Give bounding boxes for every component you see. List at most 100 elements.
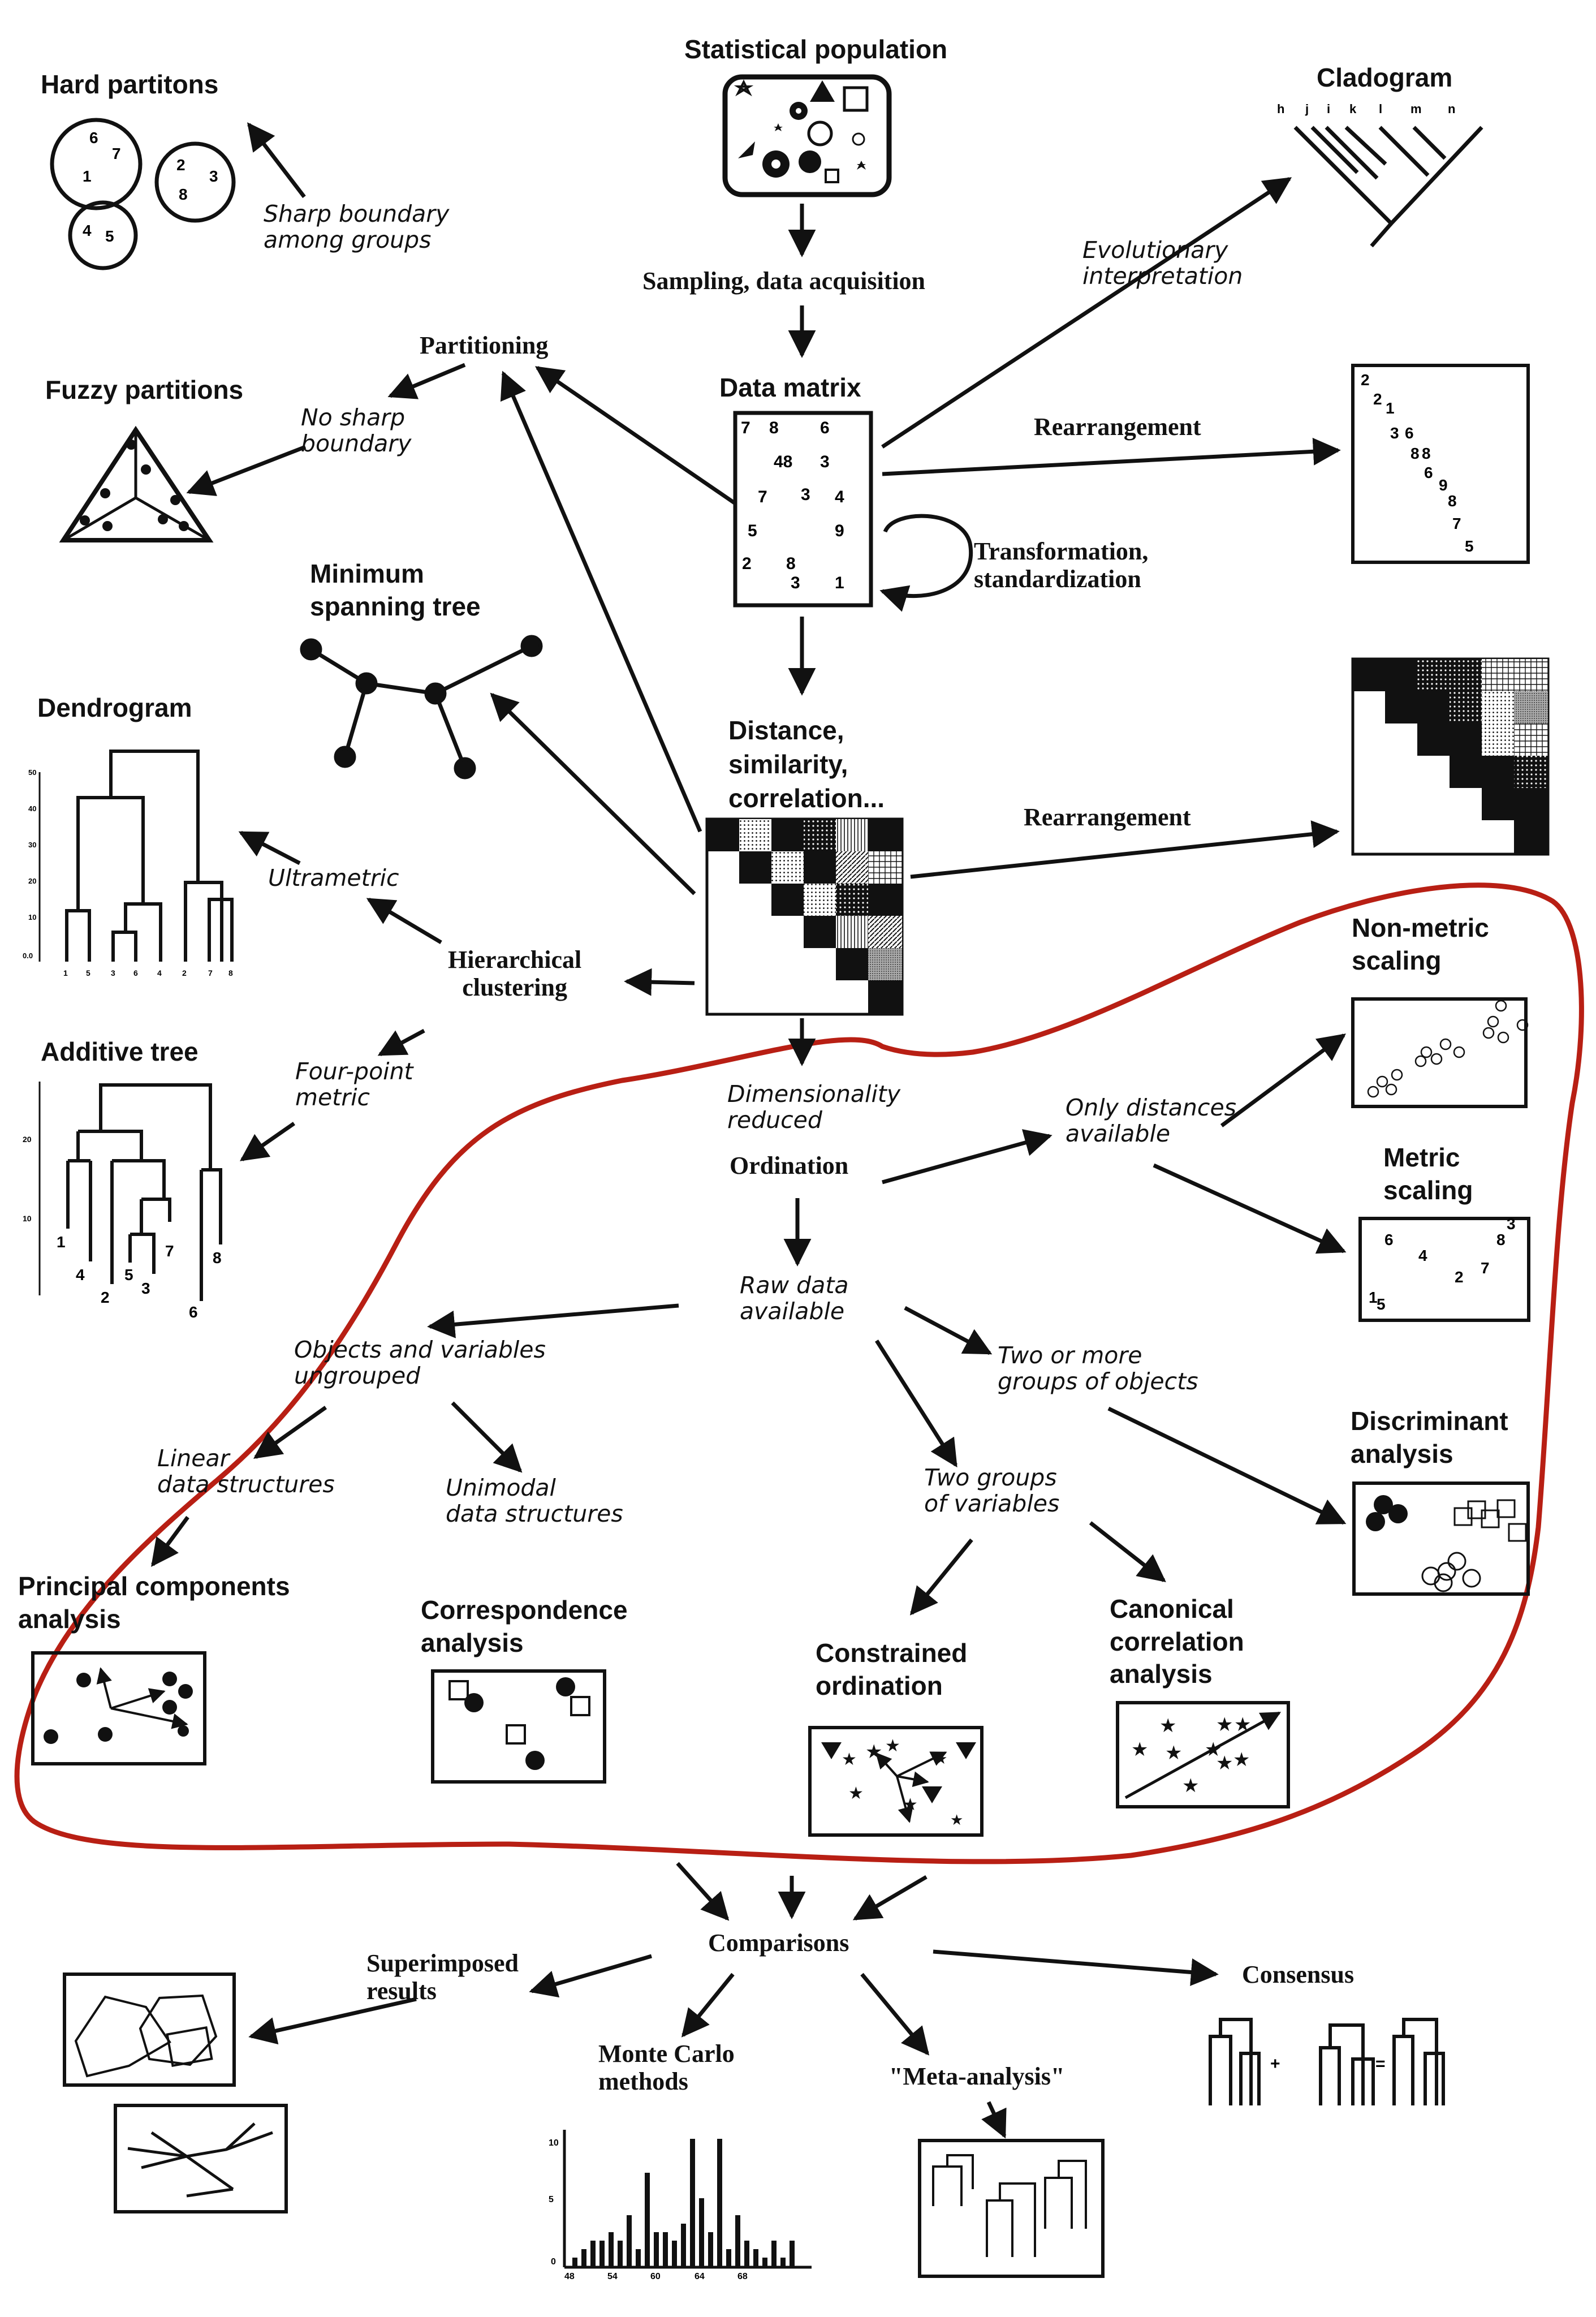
svg-text:★: ★	[1131, 1738, 1148, 1761]
svg-text:★: ★	[865, 1741, 882, 1763]
rearranged-value: 5	[1465, 537, 1474, 555]
dendrogram-leaf: 1	[63, 968, 68, 977]
sharp-boundary-label: Sharp boundary among groups	[264, 200, 450, 253]
monte-carlo-bar	[572, 2258, 577, 2266]
dendrogram-y-tick: 0.0	[23, 951, 33, 960]
svg-text:★: ★	[1233, 1748, 1250, 1771]
data-matrix-value: 1	[835, 574, 844, 592]
monte-carlo-bar	[735, 2215, 740, 2266]
monte-carlo-bar	[790, 2241, 795, 2266]
evolutionary-label: Evolutionary interpretation	[1082, 236, 1243, 290]
pca-label: Principal components analysis	[18, 1571, 290, 1634]
additive-tree-leaf: 4	[76, 1266, 85, 1284]
dimensionality-reduced-label: Dimensionality reduced	[727, 1080, 901, 1134]
monte-carlo-bar	[681, 2224, 686, 2266]
partition-member: 6	[89, 129, 98, 147]
data-matrix-value: 8	[786, 554, 796, 573]
additive-tree-leaf: 7	[165, 1242, 174, 1260]
cladogram-tip: i	[1327, 102, 1331, 116]
dendrogram-label: Dendrogram	[37, 693, 192, 722]
data-matrix-value: 6	[820, 419, 830, 437]
partition-member: 7	[112, 145, 121, 162]
monte-carlo-bar	[699, 2198, 704, 2266]
rearranged-data-matrix-box	[1351, 364, 1530, 564]
minimum-spanning-tree	[300, 635, 543, 779]
monte-carlo-bar	[581, 2249, 586, 2266]
data-matrix-value: 9	[835, 522, 844, 540]
metric-point: 1	[1369, 1289, 1378, 1306]
additive-tree-chart	[38, 1082, 222, 1301]
superimposed-box-1	[63, 1973, 236, 2087]
metric-scaling-label: Metric scaling	[1383, 1143, 1473, 1205]
cladogram-tip: j	[1305, 102, 1309, 116]
cladogram-tip: l	[1379, 102, 1383, 116]
svg-text:★: ★	[950, 1812, 963, 1829]
monte-carlo-y-tick: 0	[551, 2257, 556, 2267]
metric-point: 2	[1455, 1268, 1464, 1286]
rearranged-value: 6	[1405, 424, 1414, 442]
monte-carlo-bar	[609, 2232, 614, 2266]
monte-carlo-bar	[645, 2173, 650, 2266]
partitioning-label: Partitioning	[420, 331, 549, 359]
additive-tree-leaf: 8	[213, 1249, 222, 1267]
dendrogram-leaf: 2	[182, 968, 187, 977]
canonical-symbols: ★ ★ ★ ★ ★ ★ ★ ★ ★	[1124, 1711, 1282, 1799]
monte-carlo-x-tick: 60	[650, 2272, 661, 2281]
raw-data-label: Raw data available	[740, 1272, 849, 1325]
monte-carlo-bar	[618, 2241, 623, 2266]
data-matrix-value: 2	[742, 554, 752, 573]
cladogram-tip: n	[1448, 102, 1456, 116]
dendrogram-leaf: 6	[133, 968, 138, 977]
four-point-metric-label: Four-point metric	[295, 1058, 413, 1111]
svg-text:★: ★	[885, 1736, 900, 1756]
constrained-ordination-label: Constrained ordination	[816, 1638, 968, 1700]
data-matrix-value: 48	[774, 453, 793, 471]
additive-tree-leaf: 1	[57, 1233, 66, 1251]
rearranged-distance-matrix	[1351, 657, 1550, 856]
two-or-more-groups-label: Two or more groups of objects	[998, 1342, 1198, 1395]
additive-tree-leaf: 5	[124, 1266, 133, 1284]
svg-text:★: ★	[1234, 1713, 1251, 1736]
monte-carlo-x-tick: 68	[737, 2272, 748, 2281]
superimposed-box-2	[114, 2104, 288, 2213]
monte-carlo-bar	[717, 2139, 722, 2266]
ca-points	[448, 1677, 590, 1770]
pca-box	[31, 1651, 206, 1765]
only-distances-label: Only distances available	[1066, 1094, 1237, 1147]
additive-tree-leaf: 3	[141, 1280, 150, 1297]
cladogram-tip: k	[1349, 102, 1357, 116]
monte-carlo-y-tick: 5	[549, 2195, 554, 2204]
metric-point: 8	[1496, 1231, 1506, 1248]
svg-text:★: ★	[848, 1784, 864, 1803]
dendrogram-leaf: 4	[157, 968, 162, 977]
consensus-trees	[1209, 2018, 1445, 2105]
fuzzy-partitions-label: Fuzzy partitions	[45, 375, 244, 404]
unimodal-structures-label: Unimodal data structures	[446, 1474, 623, 1527]
statistical-population-label: Statistical population	[684, 35, 948, 64]
data-matrix-value: 3	[820, 453, 830, 471]
ordination-label: Ordination	[730, 1152, 849, 1179]
partition-member: 1	[83, 167, 92, 185]
monte-carlo-bar	[663, 2232, 668, 2266]
monte-carlo-bar	[780, 2258, 786, 2266]
additive-tree-y-tick: 10	[23, 1214, 32, 1223]
mst-label: Minimum spanning tree	[310, 559, 481, 621]
data-matrix-label: Data matrix	[719, 373, 861, 402]
monte-carlo-bar	[654, 2232, 659, 2266]
rearrangement-label-2: Rearrangement	[1024, 803, 1191, 831]
svg-text:★: ★	[842, 1750, 857, 1769]
dendrogram-y-tick: 30	[28, 841, 37, 849]
distance-label: Distance, similarity, correlation...	[728, 716, 885, 813]
discriminant-points	[1366, 1495, 1527, 1592]
monte-carlo-bar	[627, 2215, 632, 2266]
monte-carlo-bar	[690, 2139, 695, 2266]
discriminant-box	[1352, 1481, 1530, 1596]
additive-tree-label: Additive tree	[41, 1037, 199, 1066]
data-matrix-value: 7	[758, 488, 767, 506]
svg-text:★: ★	[1216, 1713, 1233, 1736]
additive-tree-y-tick: 20	[23, 1135, 32, 1144]
monte-carlo-y-tick: 10	[549, 2138, 559, 2148]
metric-point: 5	[1377, 1295, 1386, 1313]
monte-carlo-bar	[771, 2241, 777, 2266]
